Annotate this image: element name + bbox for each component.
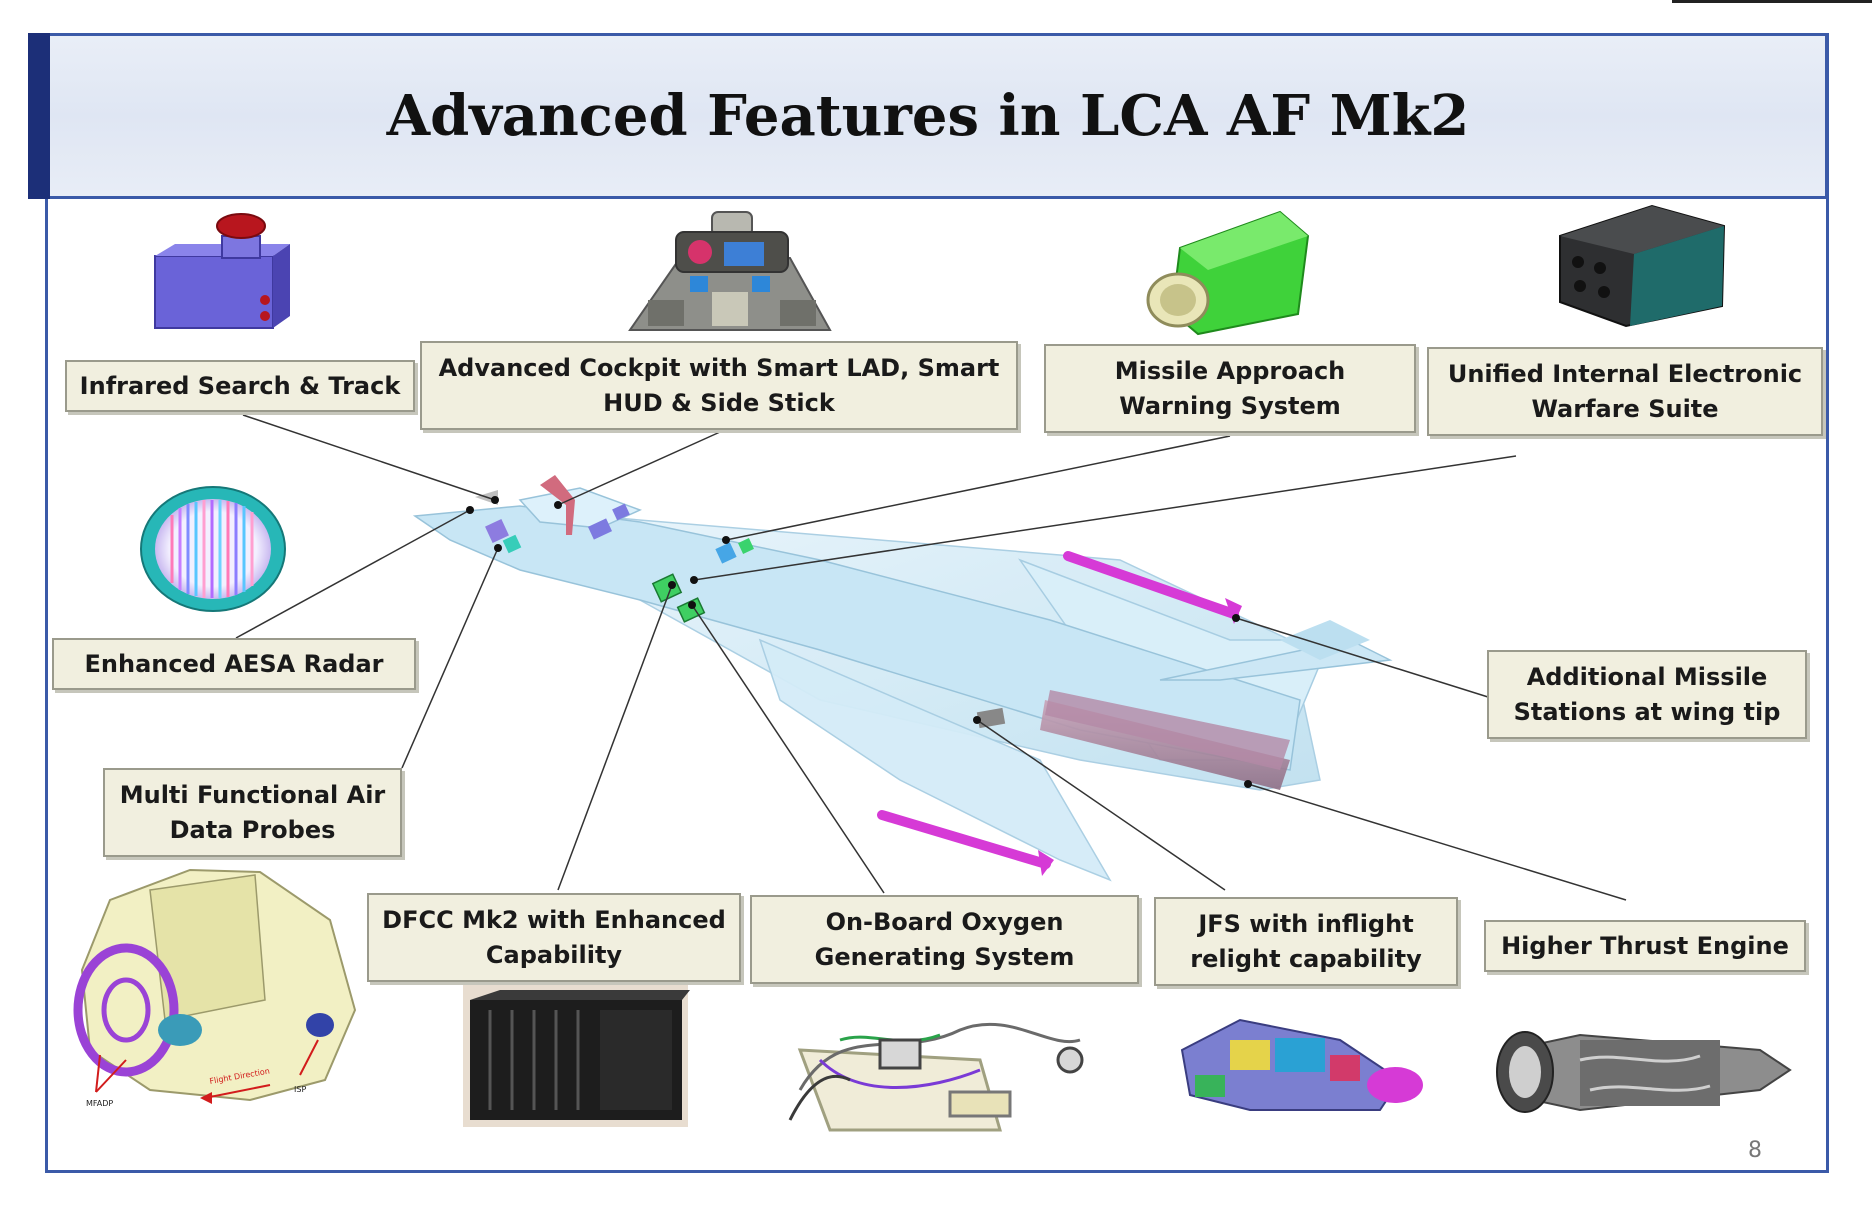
slide-title: Advanced Features in LCA AF Mk2 xyxy=(386,83,1470,149)
cockpit-image xyxy=(628,211,832,331)
label-jfs: JFS with inflight relight capability xyxy=(1154,897,1458,986)
ew-suite-image xyxy=(1559,204,1726,328)
label-engine: Higher Thrust Engine xyxy=(1484,920,1806,972)
label-air-data-probes: Multi Functional Air Data Probes xyxy=(103,768,402,857)
inset-label-mfadp: MFADP xyxy=(86,1099,113,1108)
title-band: Advanced Features in LCA AF Mk2 xyxy=(28,33,1828,199)
aesa-radar-image xyxy=(140,486,286,612)
label-missile-stations: Additional Missile Stations at wing tip xyxy=(1487,650,1807,739)
air-data-probe-image xyxy=(73,868,357,1104)
aircraft-body xyxy=(412,475,1393,882)
label-maws: Missile Approach Warning System xyxy=(1044,344,1416,433)
label-ew-suite: Unified Internal Electronic Warfare Suit… xyxy=(1427,347,1823,436)
label-irst: Infrared Search & Track xyxy=(65,360,415,412)
top-right-rule xyxy=(1672,0,1872,3)
maws-sensor-image xyxy=(1146,210,1310,336)
inset-label-isp: ISP xyxy=(294,1085,306,1094)
leader-lines xyxy=(235,414,1627,901)
label-obogs: On-Board Oxygen Generating System xyxy=(750,895,1139,984)
irst-sensor-image xyxy=(154,213,290,329)
dfcc-computer-image xyxy=(463,985,690,1127)
engine-image xyxy=(1496,1031,1792,1113)
label-dfcc: DFCC Mk2 with Enhanced Capability xyxy=(367,893,741,982)
wingtip-missile-lower xyxy=(877,810,1054,876)
label-cockpit: Advanced Cockpit with Smart LAD, Smart H… xyxy=(420,341,1018,430)
wingtip-missile-upper xyxy=(1063,551,1242,624)
leader-dots xyxy=(466,496,1252,788)
obogs-image xyxy=(788,1022,1084,1132)
jfs-image xyxy=(1180,1018,1423,1111)
label-aesa-radar: Enhanced AESA Radar xyxy=(52,638,416,690)
page-number: 8 xyxy=(1748,1138,1762,1163)
